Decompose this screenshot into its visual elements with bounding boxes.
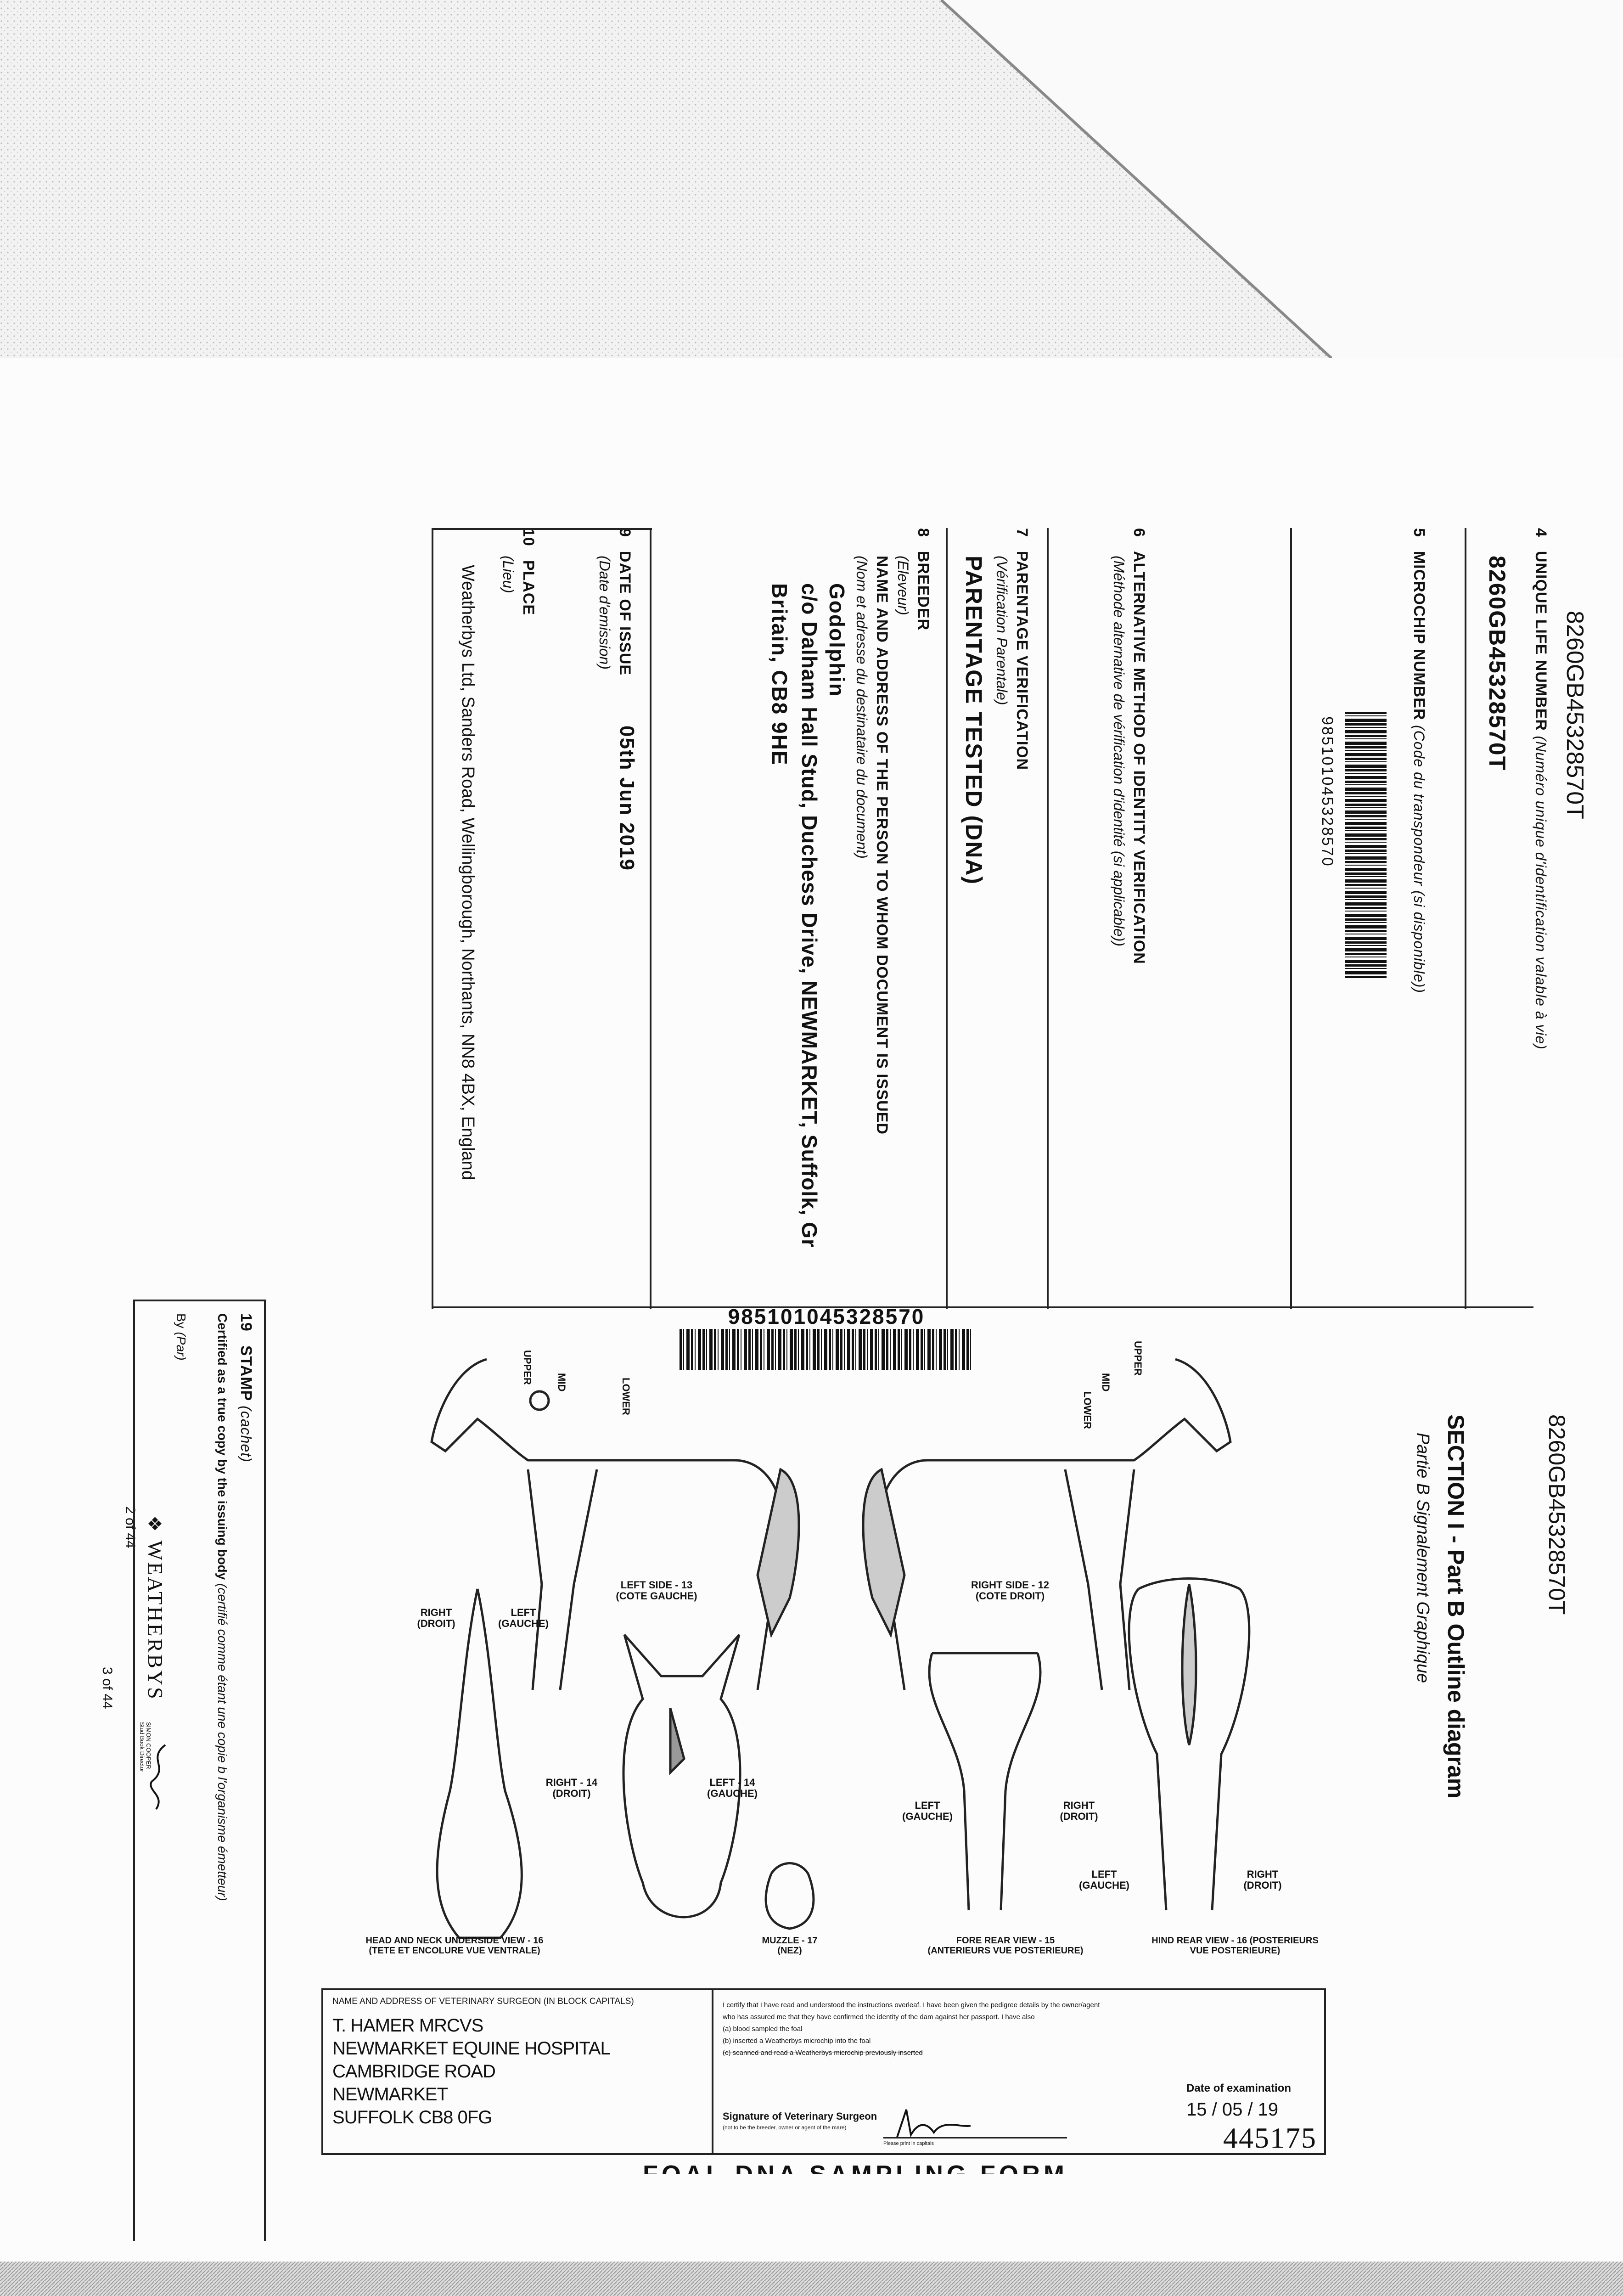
right-side-horse	[862, 1358, 1232, 1690]
crest-icon: ❖	[144, 1515, 165, 1534]
divider	[1465, 528, 1466, 1309]
label-fore-rear-view: FORE REAR VIEW - 15(ANTERIEURS VUE POSTE…	[927, 1936, 1084, 1956]
divider	[432, 528, 433, 1309]
diagram-barcode-number: 985101045328570	[728, 1305, 925, 1328]
hind-rear-view	[1128, 1577, 1251, 1911]
head-front-view	[622, 1634, 741, 1919]
marker-lower-left: LOWER	[620, 1378, 632, 1415]
vet-line: CAMBRIDGE ROAD	[332, 2061, 496, 2082]
label-neck-right: RIGHT(DROIT)	[417, 1607, 455, 1630]
divider	[650, 528, 651, 1309]
vet-line: NEWMARKET	[332, 2084, 448, 2105]
vet-certification-panel: I certify that I have read and understoo…	[723, 2001, 1100, 2057]
vet-line: T. HAMER MRCVS	[332, 2015, 483, 2036]
label-neck-left: LEFT(GAUCHE)	[498, 1607, 549, 1630]
stamp-box-right	[264, 1300, 266, 2241]
certified-copy-text: Certified as a true copy by the issuing …	[215, 1313, 230, 1901]
date-of-examination-label: Date of examination	[1186, 2082, 1292, 2094]
divider	[1290, 528, 1292, 1309]
date-of-examination-value: 15 / 05 / 19	[1186, 2099, 1279, 2120]
vet-line: SUFFOLK CB8 0FG	[332, 2107, 492, 2127]
label-right-side: RIGHT SIDE - 12(COTE DROIT)	[971, 1579, 1049, 1602]
label-hind-left: LEFT(GAUCHE)	[1079, 1868, 1129, 1891]
diagram-barcode: 985101045328570	[680, 1304, 973, 1370]
marker-mid-right: MID	[1100, 1373, 1112, 1392]
veterinary-surgeon-box: NAME AND ADDRESS OF VETERINARY SURGEON (…	[321, 1988, 1326, 2155]
by-label: By (Par)	[174, 1313, 188, 1361]
label-head-neck-view: HEAD AND NECK UNDERSIDE VIEW - 16(TETE E…	[365, 1936, 544, 1956]
stamp-box-top	[133, 1300, 266, 1301]
marker-upper-left: UPPER	[522, 1350, 533, 1385]
signature-note: (not to be the breeder, owner or agent o…	[723, 2124, 847, 2131]
label-fore-left: LEFT(GAUCHE)	[902, 1800, 953, 1823]
vet-line: NEWMARKET EQUINE HOSPITAL	[332, 2038, 611, 2059]
microchip-barcode	[1345, 712, 1387, 978]
box-top	[432, 528, 652, 530]
divider	[1047, 528, 1049, 1309]
signature-sub: Please print in capitals	[883, 2141, 934, 2146]
label-left-side: LEFT SIDE - 13(COTE GAUCHE)	[616, 1579, 697, 1602]
marker-lower-right: LOWER	[1082, 1391, 1093, 1429]
label-hind-right: RIGHT(DROIT)	[1243, 1868, 1282, 1891]
folded-corner	[0, 0, 1331, 358]
label-head-right: RIGHT - 14(DROIT)	[545, 1777, 598, 1800]
label-fore-right: RIGHT(DROIT)	[1060, 1800, 1098, 1823]
page-3-number: 3 of 44	[100, 1667, 115, 1709]
signature-label: Signature of Veterinary Surgeon	[723, 2110, 877, 2122]
muzzle-view	[764, 1862, 815, 1930]
marker-mid-left: MID	[556, 1373, 567, 1392]
label-muzzle-view: MUZZLE - 17(NEZ)	[762, 1936, 818, 1956]
issuer-signature	[150, 1744, 166, 1810]
stamp-box-left	[133, 1300, 135, 2241]
divider	[946, 528, 948, 1309]
label-head-left: LEFT - 14(GAUCHE)	[707, 1777, 758, 1800]
vet-signature	[896, 2109, 971, 2138]
fore-rear-view	[928, 1652, 1042, 1911]
field-19-stamp: 19STAMP (cachet)	[237, 1313, 255, 1463]
vet-address-heading: NAME AND ADDRESS OF VETERINARY SURGEON (…	[332, 1997, 634, 2006]
left-side-horse	[430, 1358, 800, 1690]
marker-upper-right: UPPER	[1132, 1341, 1144, 1376]
weatherbys-logo: ❖ WEATHERBYS	[144, 1515, 167, 1701]
vet-address-panel: NAME AND ADDRESS OF VETERINARY SURGEON (…	[323, 1990, 713, 2153]
neck-underside-view	[436, 1588, 523, 1939]
footer-partial-heading: FOAL DNA SAMPLING FORM	[643, 2162, 1068, 2174]
box-bottom	[432, 1306, 1533, 1308]
form-number: 445175	[1223, 2122, 1317, 2154]
